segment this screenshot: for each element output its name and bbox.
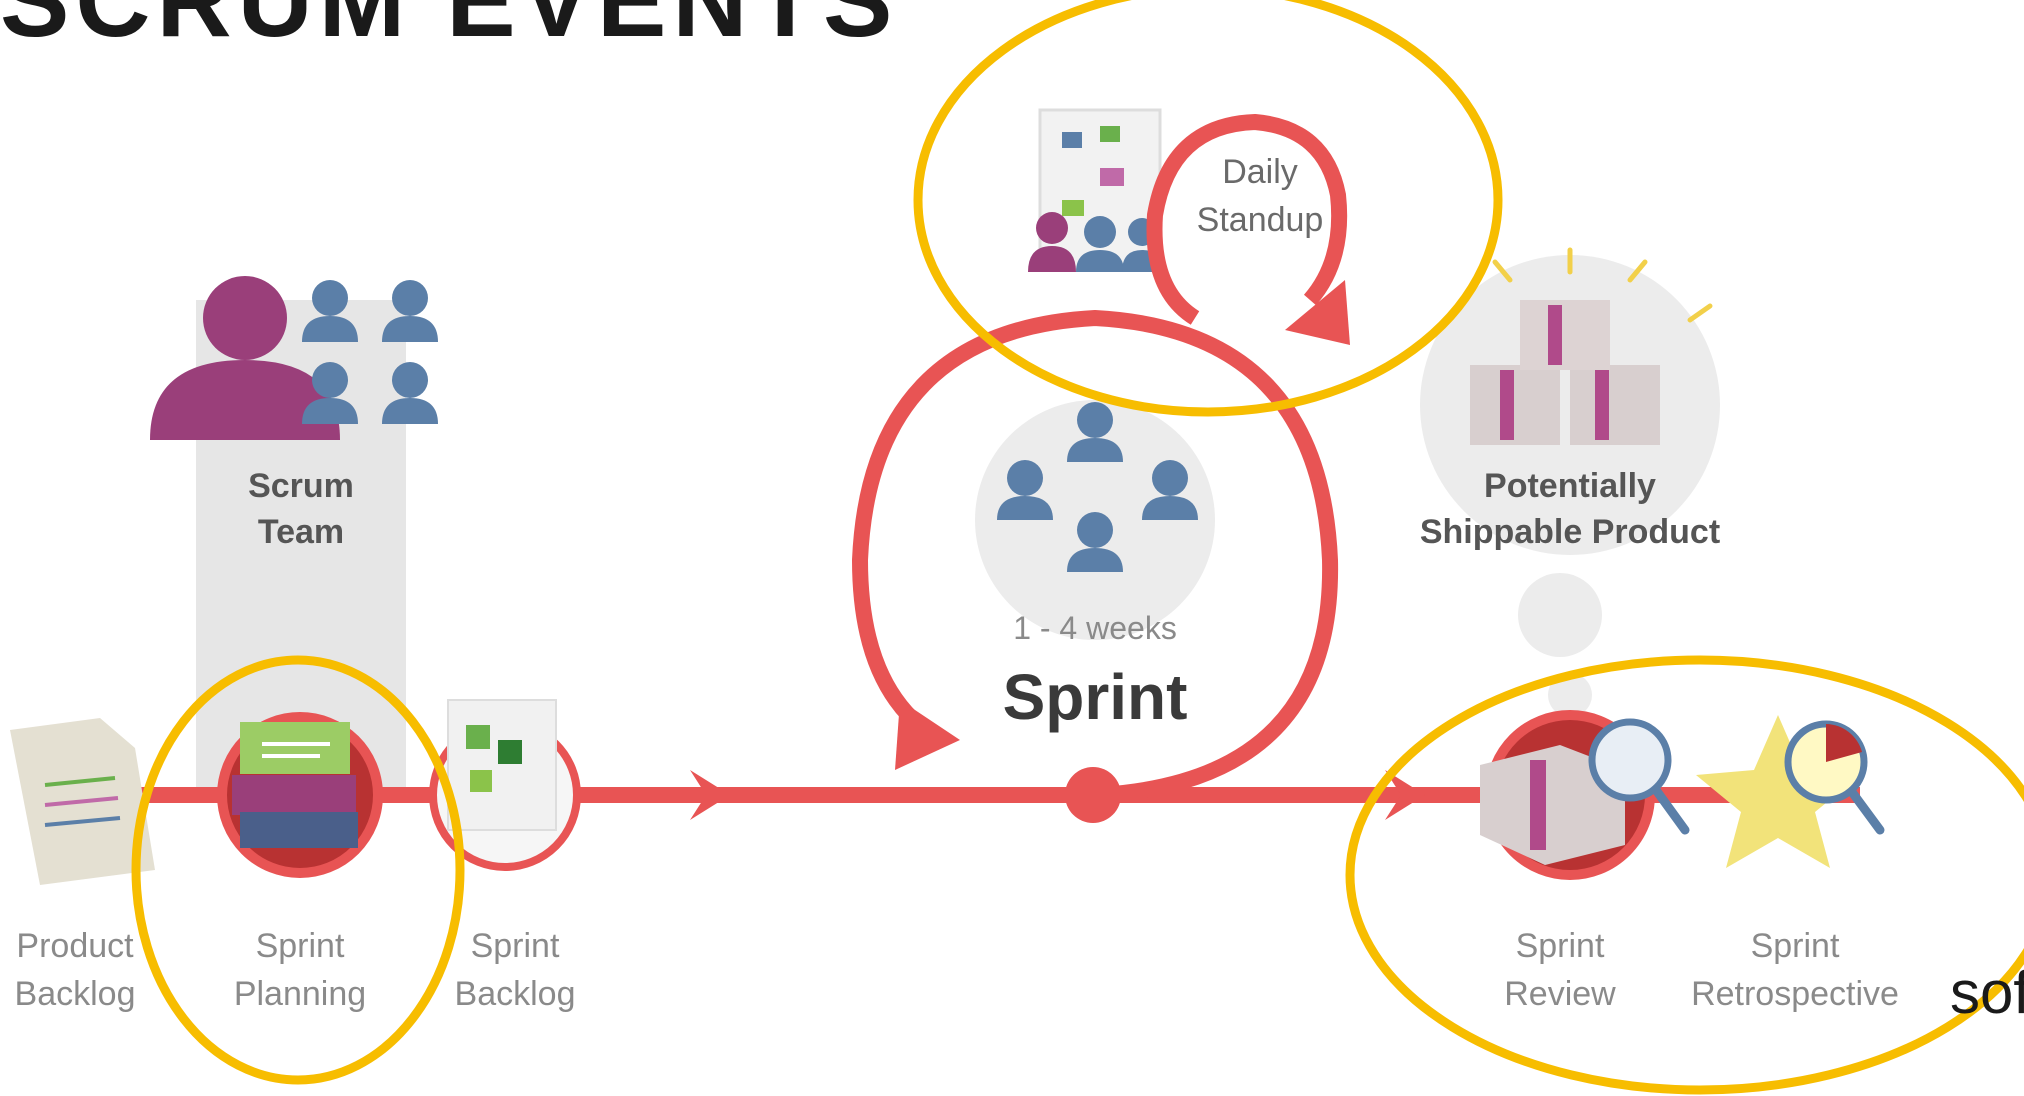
standup-notes-icon xyxy=(1062,126,1124,216)
stage-sprint-review-line2: Review xyxy=(1504,975,1616,1013)
highlight-review-retro xyxy=(1345,655,2024,1095)
stage-sprint-backlog-line1: Sprint xyxy=(470,927,560,965)
product-owner-icon xyxy=(150,276,340,440)
highlight-sprint-planning xyxy=(131,655,465,1085)
sprint-duration: 1 - 4 weeks xyxy=(1013,610,1177,646)
sprint-loop-arrowhead xyxy=(895,700,960,770)
daily-label-line2: Standup xyxy=(1196,201,1324,239)
sprint-retrospective-icon xyxy=(1696,715,1885,868)
sprint-team-icon xyxy=(997,402,1198,572)
bubble-large xyxy=(1518,573,1602,657)
standup-loop xyxy=(1146,113,1348,325)
flow-arrow-2 xyxy=(1385,770,1425,820)
team-members-icon xyxy=(302,280,438,424)
team-label-line1: Scrum xyxy=(248,467,354,505)
sprint-planning-icon xyxy=(217,712,383,878)
stage-product-backlog-line1: Product xyxy=(16,927,134,965)
standup-people-icon xyxy=(1028,212,1162,272)
shippable-boxes-icon xyxy=(1470,300,1660,445)
standup-arrowhead xyxy=(1285,280,1350,345)
stage-sprint-planning-line2: Planning xyxy=(233,975,367,1013)
trailing-text: sof xyxy=(1950,959,2024,1026)
sprint-title: Sprint xyxy=(1002,661,1188,733)
sprint-center-dot xyxy=(1065,767,1121,823)
sprint-review-icon xyxy=(1480,710,1690,880)
shine-marks-icon xyxy=(1492,247,1713,323)
daily-label-line1: Daily xyxy=(1222,153,1298,191)
bubble-small xyxy=(1548,673,1592,717)
product-label-line1: Potentially xyxy=(1484,467,1656,505)
highlight-daily-standup xyxy=(913,0,1503,417)
team-label-line2: Team xyxy=(257,513,345,551)
sprint-loop xyxy=(851,309,1339,803)
stage-sprint-planning-line1: Sprint xyxy=(255,927,345,965)
stage-sprint-retrospective-line2: Retrospective xyxy=(1691,975,1899,1013)
sprint-backlog-icon xyxy=(429,699,581,871)
product-backlog-icon xyxy=(10,718,155,885)
highlight-rings xyxy=(131,0,2024,1095)
stage-sprint-backlog-line2: Backlog xyxy=(454,975,576,1013)
stage-sprint-retrospective-line1: Sprint xyxy=(1750,927,1840,965)
product-label-line2: Shippable Product xyxy=(1419,513,1721,551)
stage-sprint-review-line1: Sprint xyxy=(1515,927,1605,965)
flow-arrow-1 xyxy=(690,770,730,820)
stage-product-backlog-line2: Backlog xyxy=(14,975,136,1013)
